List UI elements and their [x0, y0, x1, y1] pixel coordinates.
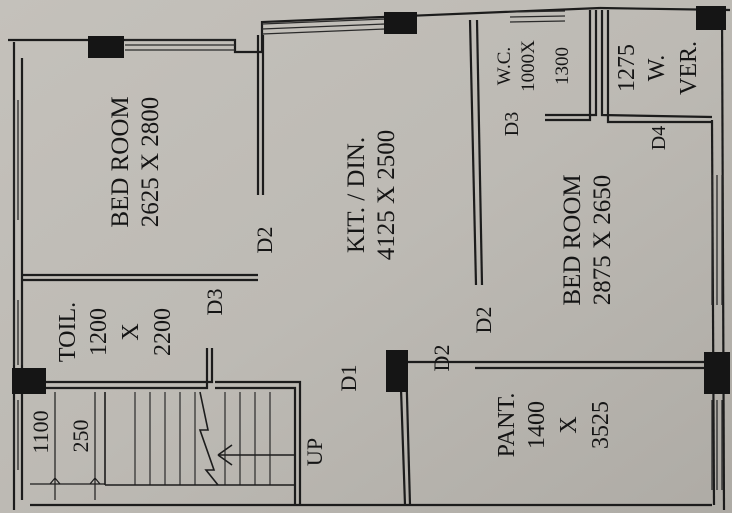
room-label-toilet: TOIL. 1200 X 2200: [55, 302, 176, 362]
dimension-lines: [30, 392, 105, 500]
dimension-250: 250: [68, 420, 93, 453]
verandah-width: 1275: [614, 44, 640, 92]
column: [88, 36, 124, 58]
pantry-height: 3525: [588, 401, 614, 449]
stair-up-arrow: [217, 444, 295, 466]
window-bed1-top: [125, 39, 235, 51]
bedroom-2-size: 2875 X 2650: [589, 175, 616, 306]
column: [384, 12, 417, 34]
staircase: [30, 391, 295, 500]
column: [12, 368, 46, 394]
room-label-kitchen: KIT. / DIN. 4125 X 2500: [343, 130, 400, 261]
room-label-wc: W.C. 1000X 1300: [494, 40, 573, 92]
wc-width: 1000X: [518, 40, 539, 92]
door-label-d2: D2: [429, 345, 454, 372]
room-label-bedroom-2: BED ROOM 2875 X 2650: [559, 174, 616, 305]
window-kit-top: [261, 18, 386, 35]
room-label-verandah: 1275 W. VER.: [614, 41, 702, 95]
window-toilet-left: [13, 300, 23, 365]
door-label-d1: D1: [336, 365, 361, 392]
door-label-d4: D4: [648, 126, 670, 150]
wc-height: 1300: [552, 47, 573, 85]
toilet-x: X: [118, 323, 144, 340]
kitchen-size: 4125 X 2500: [373, 130, 400, 261]
pantry-width: 1400: [524, 401, 550, 449]
door-label-d3: D3: [202, 289, 227, 316]
room-label-bedroom-1: BED ROOM 2625 X 2800: [107, 96, 164, 227]
door-label-d2: D2: [471, 307, 496, 334]
stair-break-line: [198, 391, 219, 486]
bedroom-1-size: 2625 X 2800: [137, 97, 164, 228]
column: [696, 6, 726, 30]
kitchen-name: KIT. / DIN.: [343, 137, 370, 253]
bedroom-2-name: BED ROOM: [559, 174, 586, 305]
stair-up-label: UP: [302, 438, 327, 466]
column: [386, 350, 408, 392]
window-bed2-right: [711, 175, 723, 305]
window-bed1-left: [13, 100, 23, 220]
bedroom-1-name: BED ROOM: [107, 96, 134, 227]
dimension-1100: 1100: [28, 410, 53, 453]
window-pantry-right: [711, 400, 723, 490]
verandah-name-a: W.: [644, 55, 670, 81]
toilet-name: TOIL.: [55, 302, 81, 362]
toilet-height: 2200: [150, 308, 176, 356]
windows: [13, 10, 723, 490]
columns: [12, 6, 730, 394]
toilet-width: 1200: [86, 308, 112, 356]
room-label-pantry: PANT. 1400 X 3525: [494, 393, 614, 458]
column: [704, 352, 730, 394]
verandah-name-b: VER.: [676, 41, 702, 95]
interior-walls: [20, 10, 713, 506]
pantry-name: PANT.: [494, 393, 520, 458]
window-wc-top: [509, 10, 566, 23]
pantry-x: X: [556, 416, 582, 433]
wc-name: W.C.: [494, 47, 515, 85]
window-stair-left: [13, 400, 19, 470]
door-label-d3: D3: [501, 112, 523, 136]
door-label-d2: D2: [252, 227, 277, 254]
stair-treads: [134, 392, 271, 485]
